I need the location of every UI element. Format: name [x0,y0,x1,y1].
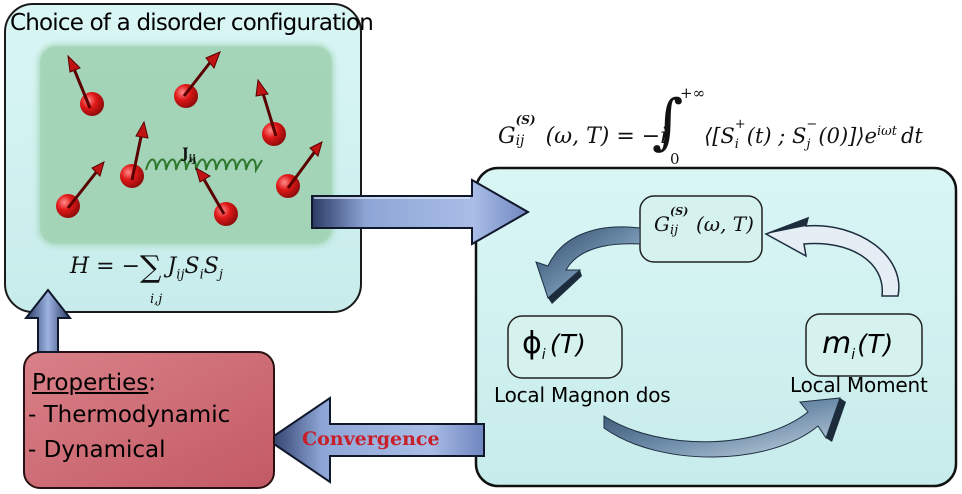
green-function-node-label: G(S)ij(ω, T) [654,205,754,238]
convergence-label: Convergence [302,428,440,450]
local-moment-node-label: mi(T) [822,326,894,364]
magnon-dos-caption: Local Magnon dos [494,383,671,407]
magnon-dos-node-label: ϕi(T) [522,326,586,364]
spin-7 [276,141,323,198]
local-moment-caption: Local Moment [790,373,928,397]
spin-1 [67,54,104,116]
arrow-to-cycle [311,178,531,246]
spin-3 [255,78,286,146]
property-dynamical: - Dynamical [28,437,166,463]
green-function-equation: G(S)ij(ω, T) = −i [498,113,668,149]
integral-lower: 0 [670,150,680,168]
curve-arrow-bottom [603,397,846,458]
hamiltonian: H = −∑JijSiSj [70,250,223,285]
properties-panel [23,351,275,489]
coupling-spring [145,158,263,174]
local-moment-node [805,313,923,377]
disorder-title: Choice of a disorder configuration [10,10,374,36]
properties-heading: Properties: [32,370,156,396]
curve-arrow-left [535,226,641,304]
curve-arrow-right [764,216,900,297]
integral-sign: ∫ [652,87,684,157]
coupling-label: Jij [182,146,197,165]
spin-5 [56,161,105,218]
integral-upper: +∞ [680,84,706,102]
arrow-up-feedback [23,288,73,353]
magnon-dos-node [507,315,623,379]
spin-4 [120,120,149,188]
spin-2 [174,51,221,108]
spin-6 [195,166,238,226]
sum-index: i,j [150,292,163,307]
property-thermodynamic: - Thermodynamic [28,402,231,428]
convergence-arrow [266,396,485,484]
